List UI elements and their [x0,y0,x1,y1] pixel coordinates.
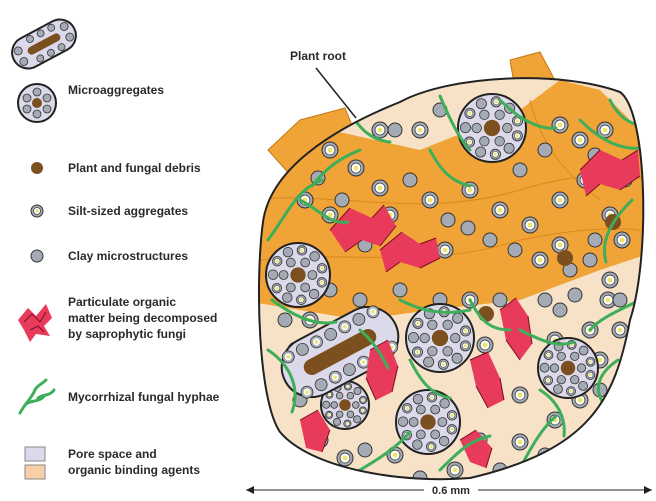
clay-microstructure [358,443,372,457]
macroaggregate-icon [6,14,81,74]
silt-aggregate [612,322,628,338]
silt-aggregate [532,252,548,268]
silt-aggregate [412,122,428,138]
clay-microstructure [613,293,627,307]
silt-aggregate [552,192,568,208]
clay-microstructure [583,253,597,267]
clay-microstructure [568,288,582,302]
silt-aggregate [512,387,528,403]
binding-agent-swatch [25,465,45,479]
legend-label-hyphae: Mycorrhizal fungal hyphae [68,390,220,404]
silt-aggregate-icon [31,205,43,217]
scale-bar-label: 0.6 mm [432,485,470,497]
debris-dot-icon [31,162,43,174]
legend: Microaggregates Plant and fungal debris … [6,14,220,479]
silt-aggregate [422,192,438,208]
silt-aggregate [602,272,618,288]
silt-aggregate [372,122,388,138]
legend-label-debris: Plant and fungal debris [68,161,201,175]
microaggregate [458,94,526,162]
clay-microstructure [441,213,455,227]
clay-microstructure [493,293,507,307]
legend-label-pore-space: Pore space and organic binding agents [68,447,200,477]
clay-microstructure [533,463,547,477]
clay-microstructure [278,313,292,327]
legend-label-silt: Silt-sized aggregates [68,204,188,218]
microaggregate-icon [18,84,56,122]
silt-aggregate [572,132,588,148]
silt-aggregate [292,462,308,478]
clay-microstructure [538,293,552,307]
clay-microstructure [388,123,402,137]
plant-root-label: Plant root [290,49,346,63]
clay-microstructure [461,221,475,235]
microaggregate [266,243,330,307]
legend-label-microaggregates: Microaggregates [68,83,164,97]
silt-aggregate [477,337,493,353]
pore-space-swatch [25,447,45,461]
clay-microstructure [403,173,417,187]
legend-label-clay: Clay microstructures [68,249,188,263]
silt-aggregate [337,450,353,466]
legend-label-organic-matter: Particulate organic matter being decompo… [68,295,221,341]
macroaggregate [240,52,656,485]
microaggregate [396,390,460,454]
silt-aggregate [447,462,463,478]
clay-microstructure [553,303,567,317]
silt-aggregate [512,434,528,450]
scale-bar: 0.6 mm [246,482,652,497]
clay-dot-icon [31,250,43,262]
plant-debris [478,306,494,322]
clay-microstructure [588,233,602,247]
microaggregate [406,304,474,372]
silt-aggregate [522,217,538,233]
clay-microstructure [353,293,367,307]
silt-aggregate [372,180,388,196]
silt-aggregate [322,142,338,158]
clay-microstructure [335,193,349,207]
organic-matter-icon [18,304,52,342]
clay-microstructure [508,243,522,257]
silt-aggregate [614,232,630,248]
clay-microstructure [483,233,497,247]
clay-microstructure [513,163,527,177]
microaggregate [538,338,598,398]
clay-microstructure [393,283,407,297]
silt-aggregate [552,117,568,133]
hyphae-icon [20,380,54,413]
silt-aggregate [492,202,508,218]
plant-debris [557,250,573,266]
clay-microstructure [538,143,552,157]
silt-aggregate [348,160,364,176]
